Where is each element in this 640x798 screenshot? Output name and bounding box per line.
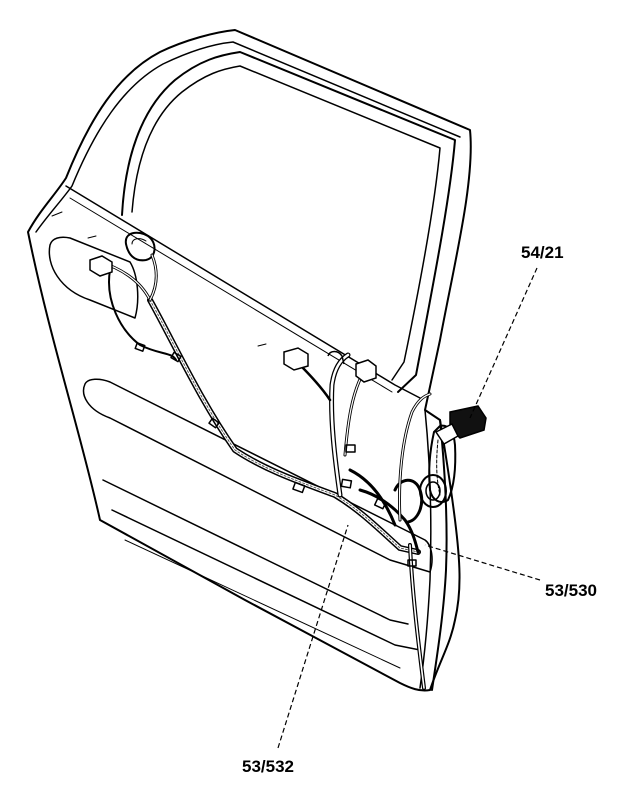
grommet-flange (419, 474, 447, 508)
harness-clip-3 (292, 481, 306, 494)
grommet-boot-ribs (436, 439, 441, 496)
harness-branch-mid-2 (343, 373, 364, 457)
connector-hook (327, 350, 345, 365)
upper-panel-recess (48, 236, 139, 319)
harness-main-trunk (147, 297, 421, 555)
lower-panel-line-2 (111, 509, 421, 651)
panel-mark-2 (87, 235, 97, 239)
door-edge-pillar (431, 419, 448, 691)
label-54-21: 54/21 (521, 243, 564, 262)
harness-clip-5 (345, 444, 356, 453)
door-inner-rim (35, 41, 461, 233)
armrest-panel (82, 378, 433, 573)
speaker-cutout (124, 231, 156, 262)
connector-upper-left (89, 255, 113, 277)
harness-clip-6 (373, 497, 387, 510)
harness-branch-speaker-fill (149, 254, 157, 301)
harness-branch-lower-1 (348, 468, 397, 527)
harness-clip-4 (340, 478, 353, 489)
harness-branch-mid-fill (330, 353, 350, 497)
harness-branch-loop (108, 269, 177, 361)
window-frame-outer (121, 51, 456, 393)
harness-branch-lower-2 (358, 488, 420, 554)
door-outer-outline (27, 29, 472, 692)
speaker-cutout-inner (131, 238, 147, 245)
leader-53-530 (424, 544, 541, 581)
harness-clip-2 (208, 417, 220, 429)
leader-54-21 (469, 267, 538, 419)
harness-clip-8 (134, 342, 146, 352)
panel-mark-3 (257, 343, 267, 347)
harness-branch-left-connector (298, 363, 332, 402)
window-glass-edge (131, 65, 441, 381)
lower-panel-line-3 (124, 539, 401, 669)
window-belt-line-inner (69, 197, 393, 393)
grommet-flange-inner (425, 481, 441, 501)
connector-54-21-sleeve (434, 422, 459, 445)
panel-mark-1 (51, 211, 63, 217)
label-53-532: 53/532 (242, 757, 294, 776)
connector-mid-left (283, 347, 309, 371)
label-53-530: 53/530 (545, 581, 597, 600)
connector-mid-right (355, 359, 377, 383)
harness-main-trunk-texture (149, 299, 419, 553)
harness-main-trunk-fill (148, 298, 420, 554)
leader-53-532 (277, 524, 349, 749)
door-edge-pillar-inner (419, 409, 432, 689)
window-belt-line (65, 185, 421, 399)
harness-clip-1 (170, 351, 182, 363)
harness-edge-up-fill (398, 393, 431, 521)
harness-clip-7 (407, 559, 417, 567)
lower-panel-line-1 (102, 479, 409, 625)
connector-54-21 (434, 405, 487, 445)
